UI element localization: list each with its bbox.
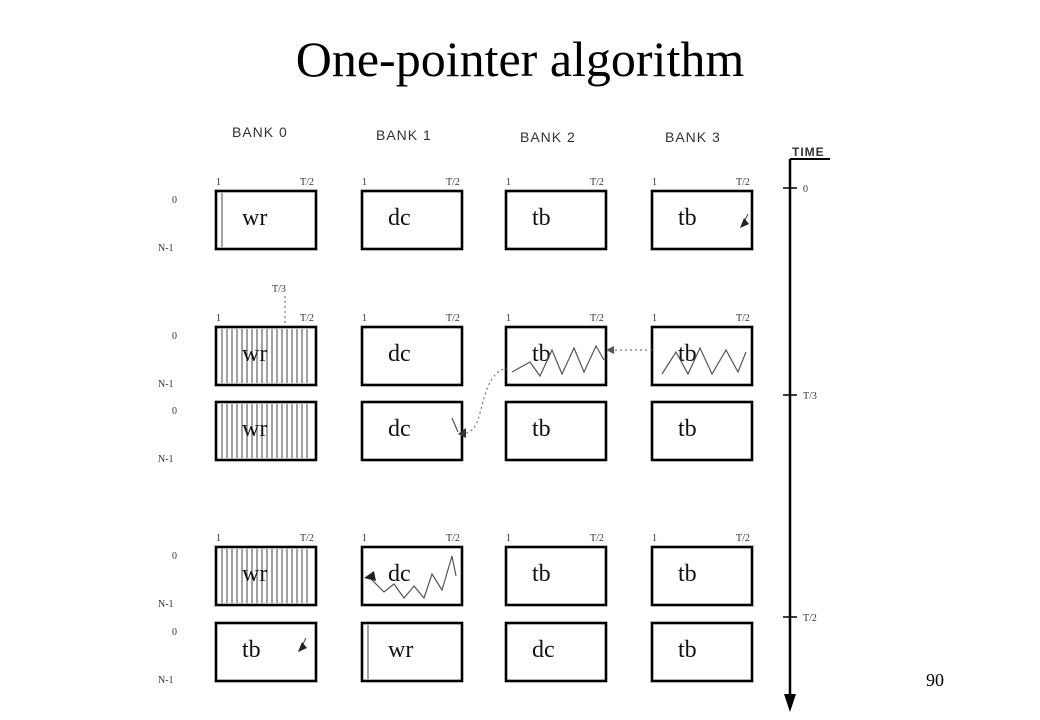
bank-cell-wr <box>214 325 318 387</box>
row-end-label: N-1 <box>158 599 174 610</box>
bank-cell-label: wr <box>242 341 267 367</box>
bank-cell-wr <box>214 545 318 607</box>
bank-cell-label: wr <box>242 416 267 442</box>
col-start-label: 1 <box>216 313 221 324</box>
col-start-label: 1 <box>216 177 221 188</box>
bank-cell-label: dc <box>532 637 555 663</box>
col-end-label: T/2 <box>736 533 750 544</box>
row-start-label: 0 <box>172 195 177 206</box>
bank-cell-tb <box>214 621 318 683</box>
bank-cell-tb <box>650 189 754 251</box>
bank-cell-label: dc <box>388 416 411 442</box>
bank-label-1: BANK 1 <box>376 127 432 143</box>
row-end-label: N-1 <box>158 454 174 465</box>
bank-cell-label: dc <box>388 561 411 587</box>
col-end-label: T/2 <box>300 177 314 188</box>
col-start-label: 1 <box>652 313 657 324</box>
row-end-label: N-1 <box>158 379 174 390</box>
bank-cell-label: dc <box>388 341 411 367</box>
row-end-label: N-1 <box>158 675 174 686</box>
col-end-label: T/2 <box>300 533 314 544</box>
col-start-label: 1 <box>362 313 367 324</box>
col-end-label: T/2 <box>300 313 314 324</box>
bank-label-0: BANK 0 <box>232 124 288 140</box>
bank-cell-label: tb <box>678 416 697 442</box>
bank-cell-label: tb <box>532 561 551 587</box>
bank-label-2: BANK 2 <box>520 129 576 145</box>
col-start-label: 1 <box>652 177 657 188</box>
time-axis: TIME 0 T/3 T/2 <box>783 145 830 712</box>
bank-cell-tb <box>504 400 608 462</box>
col-end-label: T/2 <box>446 177 460 188</box>
col-start-label: 1 <box>652 533 657 544</box>
col-end-label: T/2 <box>736 177 750 188</box>
col-end-label: T/2 <box>590 177 604 188</box>
slide-title: One-pointer algorithm <box>295 31 745 87</box>
bank-cell-dc <box>360 325 464 387</box>
col-end-label: T/2 <box>736 313 750 324</box>
col-end-label: T/2 <box>590 533 604 544</box>
bank-cell-label: tb <box>532 416 551 442</box>
bank-cell-label: wr <box>242 205 267 231</box>
bank-cell-tb <box>504 325 608 387</box>
bank-cell-dc <box>360 545 464 607</box>
bank-cell-dc <box>504 621 608 683</box>
bank-cell-tb <box>650 400 754 462</box>
row-end-label: N-1 <box>158 243 174 254</box>
time-axis-label: TIME <box>792 145 825 159</box>
bank-cell-dc <box>360 189 464 251</box>
row-start-label: 0 <box>172 331 177 342</box>
time-tick-0: 0 <box>803 184 808 195</box>
callout-t3-label: T/3 <box>272 284 286 295</box>
col-end-label: T/2 <box>446 533 460 544</box>
bank-label-3: BANK 3 <box>665 129 721 145</box>
col-start-label: 1 <box>506 533 511 544</box>
bank-cell-label: dc <box>388 205 411 231</box>
col-end-label: T/2 <box>446 313 460 324</box>
bank-cell-label: tb <box>532 205 551 231</box>
col-start-label: 1 <box>362 177 367 188</box>
page-number: 90 <box>926 670 944 690</box>
bank-cell-label: tb <box>678 341 697 367</box>
col-end-label: T/2 <box>590 313 604 324</box>
col-start-label: 1 <box>216 533 221 544</box>
row-start-label: 0 <box>172 551 177 562</box>
annotations <box>298 213 749 652</box>
bank-cell-wr <box>214 400 318 462</box>
bank-cell-tb <box>650 325 754 387</box>
bank-cell-wr <box>360 621 464 683</box>
bank-cell-tb <box>504 545 608 607</box>
bank-cell-label: tb <box>242 637 261 663</box>
bank-cell-tb <box>504 189 608 251</box>
bank-cell-wr <box>214 189 318 251</box>
bank-cell-tb <box>650 621 754 683</box>
bank-cell-label: wr <box>242 561 267 587</box>
row-start-label: 0 <box>172 627 177 638</box>
bank-cell-label: tb <box>678 561 697 587</box>
time-tick-t3: T/3 <box>803 391 817 402</box>
time-tick-t2: T/2 <box>803 613 817 624</box>
bank-cell-label: tb <box>678 205 697 231</box>
bank-cell-dc <box>360 400 464 462</box>
row-start-label: 0 <box>172 406 177 417</box>
col-start-label: 1 <box>506 313 511 324</box>
bank-cell-label: wr <box>388 637 413 663</box>
bank-cell-label: tb <box>532 341 551 367</box>
bank-cell-tb <box>650 545 754 607</box>
col-start-label: 1 <box>506 177 511 188</box>
col-start-label: 1 <box>362 533 367 544</box>
bank-cell-label: tb <box>678 637 697 663</box>
